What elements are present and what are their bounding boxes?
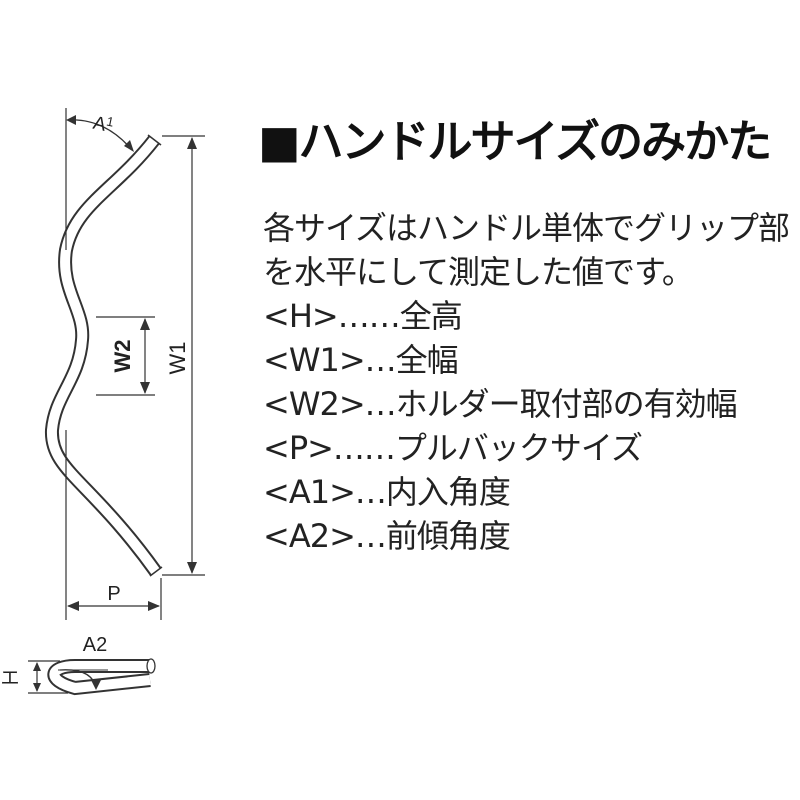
w1-arrow-top	[187, 137, 197, 149]
a2-label: A2	[83, 634, 107, 656]
side-tube-inner	[49, 661, 151, 694]
tube-end-top	[147, 134, 162, 146]
h-arrow-top	[33, 662, 41, 671]
a1-arrowhead-right	[124, 140, 134, 152]
tube-end-bottom	[149, 566, 163, 577]
a2-arrowhead	[91, 680, 101, 690]
h-arrow-bottom	[33, 683, 41, 692]
p-arrow-left	[67, 601, 79, 611]
p-label: P	[107, 583, 120, 605]
p-arrow-right	[148, 601, 160, 611]
handlebar-tube-inner	[46, 136, 161, 575]
description-line-a2: <A2>…前傾角度	[263, 517, 511, 555]
side-tube-end	[146, 658, 156, 674]
description-line-a1: <A1>…内入角度	[263, 473, 511, 511]
description-line-p: <P>……プルバックサイズ	[263, 429, 643, 467]
description-line: を水平にして測定した値です。	[263, 253, 694, 291]
description-line: 各サイズはハンドル単体でグリップ部	[263, 209, 790, 247]
w2-label: W2	[110, 340, 135, 373]
w1-arrow-bottom	[187, 562, 197, 574]
description-block: 各サイズはハンドル単体でグリップ部 を水平にして測定した値です。 <H>……全高…	[263, 206, 800, 558]
page-title: ■ハンドルサイズのみかた	[258, 115, 772, 168]
w2-arrow-bottom	[140, 382, 150, 394]
h-label: エ	[0, 668, 19, 689]
description-line-w1: <W1>…全幅	[263, 341, 459, 379]
description-line-h: <H>……全高	[263, 297, 463, 335]
a1-label: A1	[91, 111, 115, 138]
description-line-w2: <W2>…ホルダー取付部の有効幅	[263, 385, 738, 423]
w1-label: W1	[165, 342, 190, 375]
a1-arrowhead-left	[66, 115, 76, 125]
w2-arrow-top	[140, 318, 150, 330]
